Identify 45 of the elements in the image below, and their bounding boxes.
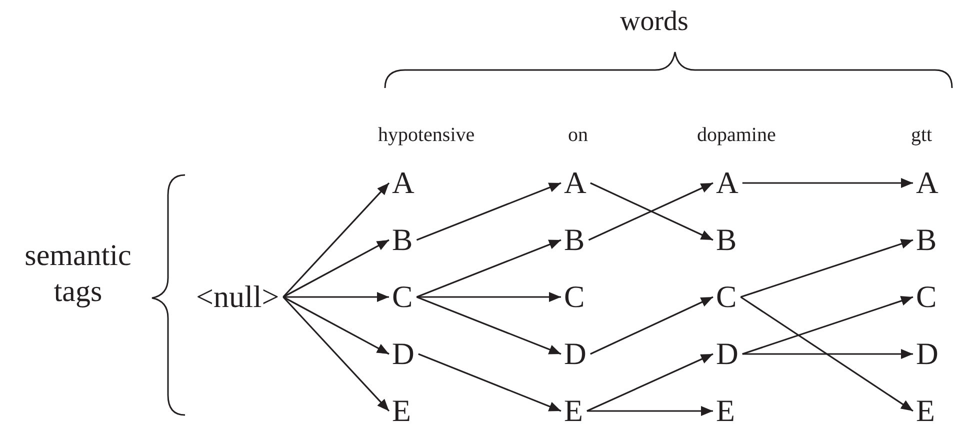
column-header: gtt: [911, 124, 932, 147]
tag-letter: E: [716, 394, 735, 428]
arrow: [586, 406, 713, 416]
arrow: [416, 296, 562, 355]
tag-letter: B: [564, 223, 585, 257]
arrow: [282, 296, 390, 412]
tag-letter: C: [916, 280, 937, 314]
tag-letter: E: [392, 394, 411, 428]
column-header: dopamine: [697, 124, 776, 147]
tag-letter: C: [392, 280, 413, 314]
arrow: [742, 178, 913, 188]
axis-label: semantic tags: [24, 238, 132, 310]
column-header: hypotensive: [378, 124, 475, 147]
arrow: [418, 353, 562, 412]
axis-label: words: [620, 6, 688, 38]
tag-letter: B: [392, 223, 413, 257]
arrow: [416, 182, 562, 241]
arrow: [742, 296, 914, 355]
tag-letter: B: [916, 223, 937, 257]
tag-letter: B: [716, 223, 737, 257]
tag-letter: E: [564, 394, 583, 428]
tag-letter: A: [716, 166, 738, 200]
tag-letter: A: [916, 166, 938, 200]
tag-letter: D: [564, 337, 586, 371]
arrow: [742, 349, 913, 359]
start-token: <null>: [196, 280, 280, 314]
tag-letter: E: [916, 394, 935, 428]
tag-letter: C: [564, 280, 585, 314]
tag-letter: A: [392, 166, 414, 200]
tag-letter: D: [392, 337, 414, 371]
arrow: [740, 296, 914, 412]
column-header: on: [568, 124, 588, 147]
arrow: [416, 292, 561, 302]
tag-letter: D: [916, 337, 938, 371]
arrow: [282, 296, 390, 355]
tag-letter: C: [716, 280, 737, 314]
arrow: [283, 292, 389, 302]
tag-letter: D: [716, 337, 738, 371]
tag-letter: A: [564, 166, 586, 200]
arrow: [282, 239, 390, 298]
arrow: [586, 353, 714, 412]
arrow: [590, 296, 714, 355]
arrow: [282, 182, 390, 298]
arrow: [416, 239, 562, 298]
arrow: [740, 239, 914, 298]
